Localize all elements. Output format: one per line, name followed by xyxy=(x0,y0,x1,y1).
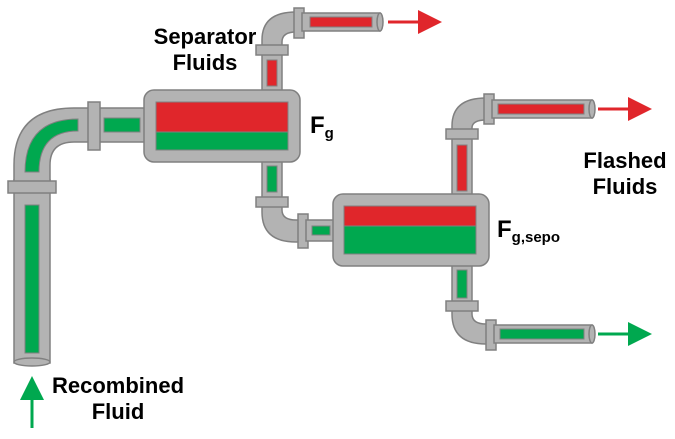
inlet-elbow-liquid xyxy=(24,118,79,173)
separator-fluids-line-2: Fluids xyxy=(172,50,238,76)
inlet-pipe-end xyxy=(13,357,51,367)
separator-gas-outlet-content xyxy=(309,16,373,28)
separator-liquid-elbow xyxy=(261,203,303,243)
fg-subscript: g xyxy=(324,125,334,142)
flash-inlet-content xyxy=(311,225,331,236)
separator-fluids-line-1: Separator xyxy=(153,24,257,49)
separator-liquid-drop-content xyxy=(266,165,278,193)
recombined-fluid-line-2: Fluid xyxy=(91,399,145,425)
flashed-fluids-line-1: Flashed xyxy=(583,148,667,173)
separator-liquid-layer xyxy=(155,131,289,151)
flash-gas-riser-content xyxy=(456,144,468,192)
fg-symbol: F xyxy=(310,112,325,139)
separator-gas-outlet-end xyxy=(376,12,384,32)
separator-gas-riser-content xyxy=(266,59,278,87)
fg-sepo-symbol: F xyxy=(497,216,512,243)
fg-sepo-subscript: g,sepo xyxy=(511,229,561,246)
fg-sepo-label: Fg,sepo xyxy=(497,216,561,246)
flash-gas-flange-v xyxy=(445,128,479,140)
flash-gas-outlet-end xyxy=(588,99,596,119)
flash-liquid-drop-content xyxy=(456,269,468,299)
separator-fluids-label: Separator Fluids xyxy=(130,24,280,77)
inlet-flange-horizontal xyxy=(87,101,101,151)
flash-gas-layer xyxy=(343,205,477,227)
recombined-fluid-line-1: Recombined xyxy=(51,373,185,398)
flash-liquid-elbow xyxy=(451,307,491,345)
flashed-fluids-line-2: Fluids xyxy=(592,174,658,200)
fg-label: Fg xyxy=(310,112,334,142)
separator-gas-flange-v xyxy=(255,44,289,56)
flash-liquid-outlet-end xyxy=(588,324,596,344)
inlet-horizontal-liquid xyxy=(103,117,141,133)
flash-liquid-layer xyxy=(343,225,477,255)
recombined-fluid-label: Recombined Fluid xyxy=(38,373,198,426)
separator-gas-layer xyxy=(155,101,289,133)
inlet-flange-vertical xyxy=(7,180,57,194)
flashed-fluids-label: Flashed Fluids xyxy=(565,148,675,201)
inlet-vertical-liquid xyxy=(24,204,40,354)
separator-liquid-flange-v xyxy=(255,196,289,208)
flash-liquid-outlet-content xyxy=(499,328,585,340)
flash-liquid-flange-v xyxy=(445,300,479,312)
flash-gas-outlet-content xyxy=(497,103,585,115)
